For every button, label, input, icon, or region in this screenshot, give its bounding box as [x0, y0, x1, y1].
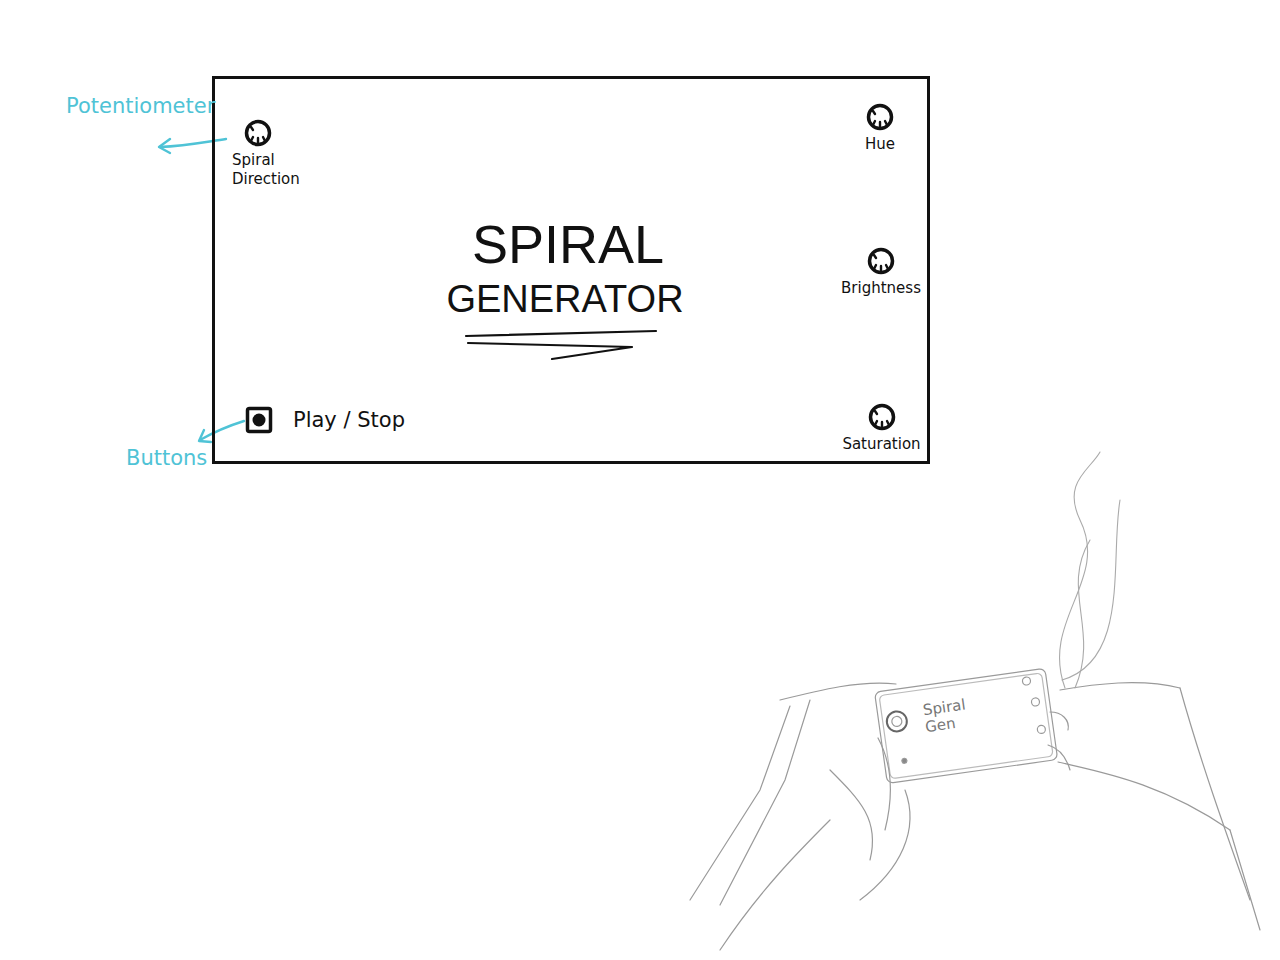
- knob-symbol: [243, 118, 273, 148]
- knob-symbol: [866, 246, 896, 276]
- knob-tick: [251, 127, 253, 130]
- knob-ring: [247, 122, 270, 145]
- hand-line: [878, 738, 890, 830]
- leader-line: [200, 421, 244, 440]
- knob-tick: [873, 111, 875, 114]
- hand-line: [1180, 688, 1250, 900]
- knob-tick: [879, 122, 881, 126]
- knob-tick: [887, 421, 889, 425]
- device-outline: [879, 673, 1053, 779]
- smoke-line: [1062, 500, 1120, 680]
- callout-label: Buttons: [126, 446, 207, 470]
- knob-tick: [885, 121, 887, 125]
- knob-tick: [875, 421, 877, 425]
- callout-arrows: [159, 139, 244, 442]
- knob-tick: [874, 265, 876, 269]
- hand-line: [860, 790, 910, 900]
- hand-line: [780, 683, 896, 700]
- potentiometer-knob: Brightness: [839, 246, 923, 298]
- knob-label: Spiral Direction: [232, 151, 328, 189]
- knob-tick: [886, 265, 888, 269]
- knob-ring: [870, 406, 893, 429]
- smoke-line: [1059, 452, 1100, 688]
- knob-tick: [251, 137, 253, 141]
- knob-symbol: [865, 102, 895, 132]
- knob-tick: [875, 411, 877, 414]
- device-knob: [1037, 725, 1046, 734]
- knob-label: Hue: [865, 135, 895, 154]
- knob-tick: [257, 138, 259, 142]
- title-underline: [466, 331, 656, 359]
- device-knob: [886, 710, 909, 733]
- hand-line: [1060, 683, 1180, 690]
- knob-tick: [263, 137, 265, 141]
- subtitle-text: GENERATOR: [446, 279, 683, 321]
- knob-tick: [880, 266, 882, 270]
- push-button: Play / Stop: [245, 406, 409, 434]
- knob-label: Brightness: [841, 279, 921, 298]
- hand-line: [1058, 762, 1230, 830]
- potentiometer-knob: Saturation: [840, 402, 923, 454]
- smoke-sketch: [1059, 452, 1120, 688]
- knob-label: Saturation: [842, 435, 920, 454]
- potentiometer-knob: Hue: [863, 102, 898, 154]
- device-sketch: [875, 668, 1058, 783]
- button-cap: [253, 414, 266, 427]
- knob-tick: [880, 422, 882, 426]
- underline-stroke: [466, 331, 656, 336]
- callout-label: Potentiometer: [66, 94, 215, 118]
- button-frame: [248, 409, 271, 432]
- hand-line: [720, 820, 830, 950]
- knob-symbol: [867, 402, 897, 432]
- knob-tick: [874, 255, 876, 258]
- device-outline: [875, 668, 1058, 783]
- title-text: SPIRAL: [472, 215, 664, 274]
- device-panel: SPIRAL GENERATOR Spiral Direction HueBright…: [212, 76, 930, 464]
- knob-ring: [870, 250, 893, 273]
- sketch-text: Spiral Gen: [922, 694, 988, 737]
- hand-line: [720, 700, 810, 905]
- hand-line: [1048, 745, 1070, 770]
- knob-tick: [873, 121, 875, 125]
- hand-line: [830, 770, 873, 860]
- arrow-head: [159, 139, 170, 153]
- hand-line: [690, 706, 790, 900]
- button-label: Play / Stop: [293, 408, 405, 432]
- hand-line: [1230, 830, 1260, 930]
- hand-line: [1050, 712, 1068, 730]
- button-symbol: [245, 406, 273, 434]
- device-button: [902, 758, 908, 764]
- potentiometer-knob: Spiral Direction: [232, 118, 332, 189]
- knob-ring: [869, 106, 892, 129]
- device-knob: [1022, 676, 1031, 685]
- underline-stroke: [468, 343, 632, 359]
- hands-sketch: [690, 668, 1260, 950]
- device-knob: [1031, 697, 1040, 706]
- arrow-head: [199, 430, 211, 442]
- device-knob: [891, 716, 902, 727]
